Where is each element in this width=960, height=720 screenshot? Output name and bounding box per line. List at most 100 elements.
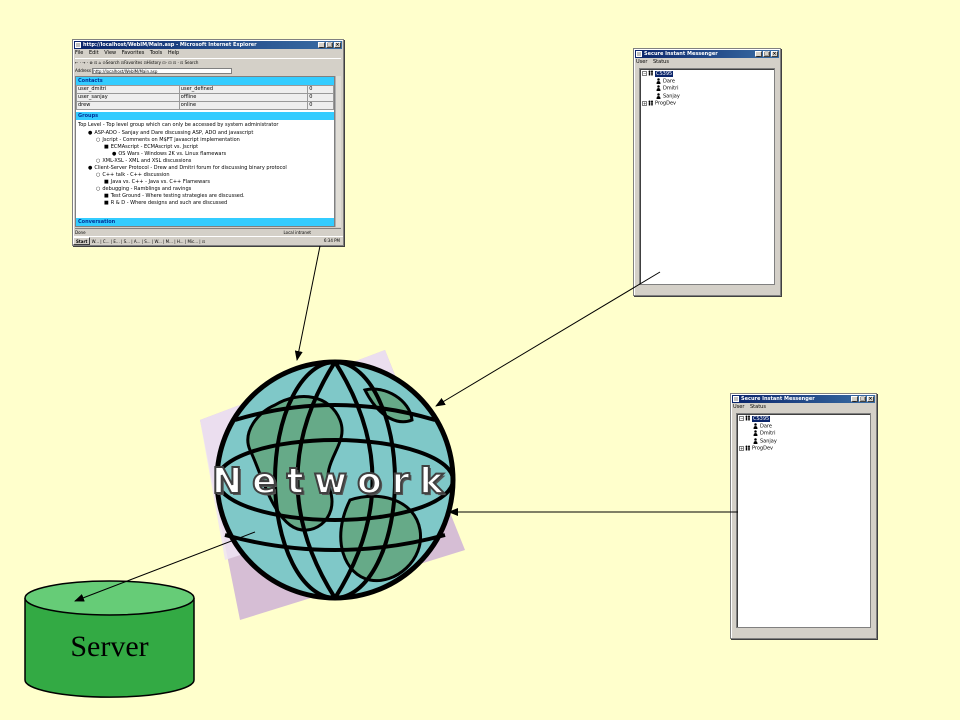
contact-name: drew: [76, 101, 180, 110]
browser-titlebar[interactable]: http://localhost/WebIM/Main.asp - Micros…: [74, 41, 342, 49]
messenger-titlebar[interactable]: Secure Instant Messenger _ □ ×: [732, 395, 875, 403]
group-item[interactable]: ●OS Wars - Windows 2K vs. Linux flamewar…: [76, 151, 334, 158]
menu-item[interactable]: Help: [167, 50, 180, 56]
messenger-app-icon: [636, 51, 642, 57]
messenger-menubar: User Status: [636, 59, 778, 66]
expand-icon[interactable]: +: [739, 445, 744, 451]
menu-item[interactable]: View: [104, 50, 117, 56]
bullet-icon: ○: [96, 186, 101, 192]
menu-user[interactable]: User: [636, 59, 648, 65]
group-label: OS Wars - Windows 2K vs. Linux flamewars: [118, 151, 227, 157]
close-button[interactable]: ×: [771, 51, 778, 57]
start-button[interactable]: Start: [73, 237, 91, 245]
tree-group-node[interactable]: +ProgDev: [739, 445, 868, 453]
group-item[interactable]: ○XML-XSL - XML and XSL discussions: [76, 158, 334, 165]
maximize-button[interactable]: □: [859, 396, 866, 402]
tree-node-label: Sanjay: [760, 438, 777, 444]
user-icon: [753, 422, 758, 429]
group-item[interactable]: ○Jscript - Comments on M$FT javascript i…: [76, 137, 334, 144]
ie-icon: [75, 42, 81, 48]
group-item[interactable]: ■Test Ground - Where testing strategies …: [76, 193, 334, 200]
tree-node-label: Dmitri: [663, 85, 679, 92]
group-label: XML-XSL - XML and XSL discussions: [102, 158, 192, 164]
menu-user[interactable]: User: [733, 404, 745, 410]
messenger-window-2: Secure Instant Messenger _ □ × User Stat…: [730, 393, 877, 639]
close-button[interactable]: ×: [867, 396, 874, 402]
vertical-scrollbar[interactable]: [335, 76, 341, 227]
contact-status: offline: [178, 93, 309, 102]
menu-item[interactable]: Tools: [149, 50, 163, 56]
expand-icon[interactable]: +: [642, 100, 647, 106]
groups-header: Groups: [76, 112, 334, 120]
group-label: debugging - Ramblings and ravings: [102, 186, 192, 192]
menu-status[interactable]: Status: [750, 404, 766, 410]
bullet-icon: ○: [96, 172, 101, 178]
messenger-window-1: Secure Instant Messenger _ □ × User Stat…: [633, 48, 781, 296]
server-body: [24, 598, 195, 698]
group-label: Java vs. C++ - Java vs. C++ Flamewars: [110, 179, 210, 185]
status-text: Done: [75, 230, 86, 235]
menu-item[interactable]: File: [75, 50, 84, 56]
group-item[interactable]: ○debugging - Ramblings and ravings: [76, 186, 334, 193]
conversation-header: Conversation: [76, 218, 334, 226]
taskbar-items[interactable]: W... | C... | E... | S... | A... | S... …: [91, 239, 206, 244]
toolbar-buttons[interactable]: ← · → · ⊗ ⊡ ⌂ ⊙Search ⊡Favorites ⊡Histor…: [75, 60, 199, 65]
bullet-icon: ■: [104, 193, 109, 199]
contact-count: 0: [307, 93, 334, 102]
tree-group-node[interactable]: −CS395: [739, 415, 868, 423]
messenger-app-icon: [733, 396, 739, 402]
contact-name: user_sanjay: [76, 93, 180, 102]
maximize-button[interactable]: □: [763, 51, 770, 57]
minimize-button[interactable]: _: [318, 42, 325, 48]
address-input[interactable]: http://localhost/WebIM/Main.asp: [92, 68, 233, 74]
tree-user-node[interactable]: Sanjay: [642, 92, 772, 101]
group-item[interactable]: ■Java vs. C++ - Java vs. C++ Flamewars: [76, 179, 334, 186]
tree-user-node[interactable]: Dmitri: [739, 430, 868, 438]
group-label: ASP-ADO - Sanjay and Dare discussing ASP…: [94, 130, 254, 136]
server-top: [24, 580, 195, 616]
tree-group-node[interactable]: −CS395: [642, 70, 772, 78]
group-people-icon: [648, 70, 653, 76]
tree-user-node[interactable]: Dmitri: [642, 85, 772, 93]
group-item[interactable]: ●ASP-ADO - Sanjay and Dare discussing AS…: [76, 130, 334, 137]
bullet-icon: ○: [96, 137, 101, 143]
bullet-icon: ■: [104, 200, 109, 206]
tree-user-node[interactable]: Sanjay: [739, 437, 868, 446]
groups-tree: ●ASP-ADO - Sanjay and Dare discussing AS…: [76, 130, 334, 207]
group-item[interactable]: ■ECMAscript - ECMAscript vs. Jscript: [76, 144, 334, 151]
tree-user-node[interactable]: Dare: [642, 77, 772, 86]
collapse-icon[interactable]: −: [739, 415, 744, 421]
bullet-icon: ■: [104, 144, 109, 150]
address-label: Address: [75, 68, 91, 73]
menu-status[interactable]: Status: [653, 59, 669, 65]
close-button[interactable]: ×: [334, 42, 341, 48]
menu-item[interactable]: Favorites: [121, 50, 145, 56]
collapse-icon[interactable]: −: [642, 70, 647, 76]
messenger-titlebar[interactable]: Secure Instant Messenger _ □ ×: [635, 50, 779, 58]
group-item[interactable]: ●Client-Server Protocol - Drew and Dmitr…: [76, 165, 334, 172]
contact-status: online: [178, 101, 309, 110]
group-item[interactable]: ○C++ talk - C++ discussion: [76, 172, 334, 179]
tree-user-node[interactable]: Dare: [739, 422, 868, 431]
user-icon: [753, 437, 758, 444]
group-label: R & D - Where designs and such are discu…: [110, 200, 228, 206]
group-label: C++ talk - C++ discussion: [102, 172, 170, 178]
tree-node-label: Sanjay: [663, 93, 680, 99]
tree-group-node[interactable]: +ProgDev: [642, 100, 772, 108]
minimize-button[interactable]: _: [851, 396, 858, 402]
contact-count: 0: [307, 85, 334, 94]
maximize-button[interactable]: □: [326, 42, 333, 48]
user-icon: [753, 430, 758, 436]
network-globe: [200, 350, 465, 620]
group-item[interactable]: ■R & D - Where designs and such are disc…: [76, 200, 334, 207]
browser-toolbar[interactable]: ← · → · ⊗ ⊡ ⌂ ⊙Search ⊡Favorites ⊡Histor…: [75, 58, 341, 66]
menu-item[interactable]: Edit: [88, 50, 99, 56]
minimize-button[interactable]: _: [755, 51, 762, 57]
contact-name: user_dmitri: [76, 85, 180, 94]
